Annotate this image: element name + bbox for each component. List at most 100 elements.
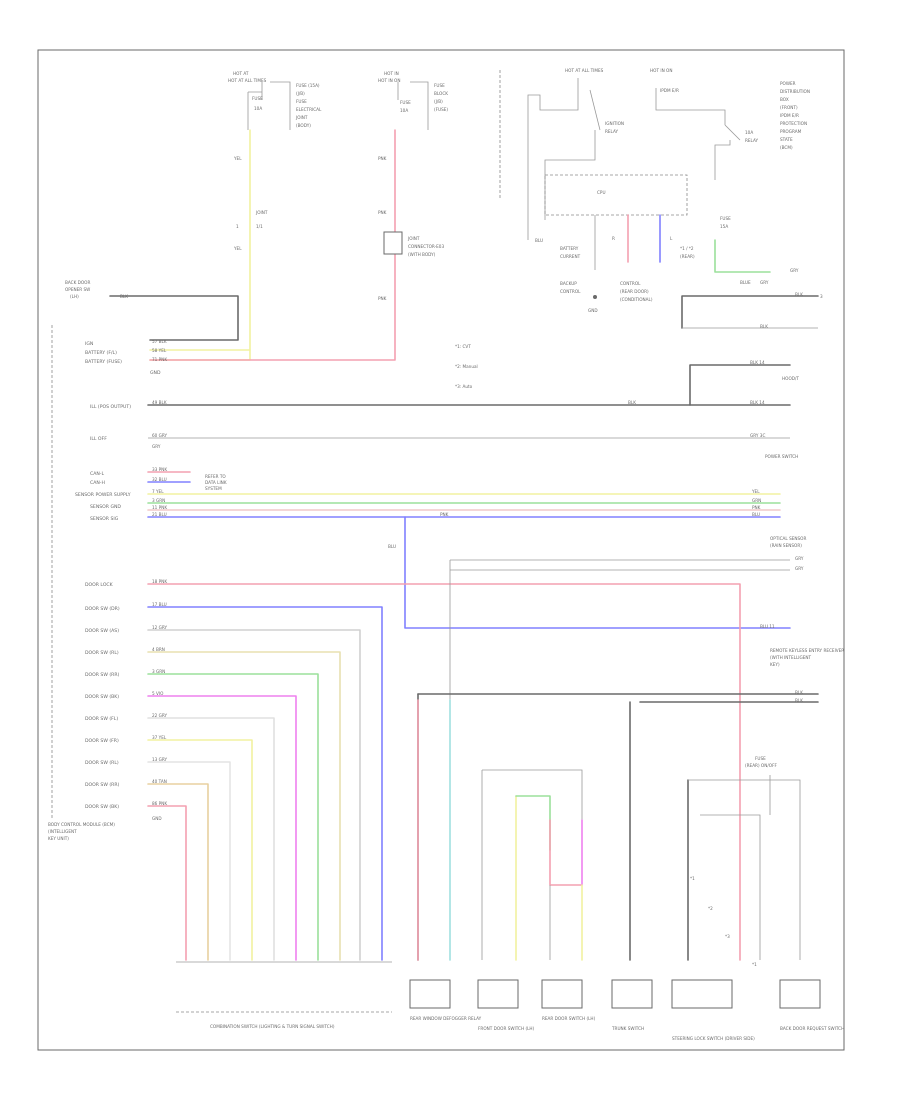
svg-text:60 GRY: 60 GRY — [152, 433, 168, 438]
svg-text:KEY): KEY) — [770, 662, 780, 667]
hot-in-on-label-2: HOT IN ON — [650, 68, 672, 73]
door-switch-lines: DOOR LOCK DOOR SW (DR) DOOR SW (AS) DOOR… — [48, 556, 819, 961]
combination-switch-label: COMBINATION SWITCH (LIGHTING & TURN SIGN… — [210, 1024, 335, 1029]
bcm-gnd-label: GND — [150, 370, 161, 376]
svg-text:4 BRN: 4 BRN — [152, 647, 165, 652]
svg-text:GRN: GRN — [752, 498, 761, 503]
can-h-label: CAN-H — [90, 480, 105, 486]
svg-text:PNK: PNK — [378, 210, 387, 215]
svg-text:1: 1 — [236, 224, 239, 229]
svg-text:GRY 3C: GRY 3C — [750, 433, 765, 438]
door-sw-dr-label: DOOR SW (DR) — [85, 606, 120, 612]
svg-text:BATTERY: BATTERY — [560, 246, 579, 251]
svg-text:BLK: BLK — [760, 324, 768, 329]
svg-text:IGNITION: IGNITION — [605, 121, 624, 126]
svg-text:PNK: PNK — [378, 296, 387, 301]
fuse-section-left: HOT AT HOT AT ALL TIMES FUSE 10A FUSE (1… — [149, 71, 322, 361]
steering-lock-label: STEERING LOCK SWITCH (DRIVER SIDE) — [672, 1036, 755, 1041]
svg-text:IPDM E/R: IPDM E/R — [780, 113, 799, 118]
svg-text:(RAIN SENSOR): (RAIN SENSOR) — [770, 543, 802, 548]
sensor-power-label: SENSOR POWER SUPPLY — [75, 492, 131, 498]
svg-text:71 PNK: 71 PNK — [152, 357, 167, 362]
svg-text:CONTROL: CONTROL — [560, 289, 581, 294]
legend: *1: CVT *2: Manual *3: Auto — [455, 344, 478, 389]
svg-text:(FRONT): (FRONT) — [780, 105, 798, 110]
sensor-sig-label: SENSOR SIG — [90, 516, 119, 522]
svg-text:SYSTEM: SYSTEM — [205, 486, 222, 491]
svg-text:GND: GND — [152, 816, 162, 821]
svg-text:GRY: GRY — [790, 268, 799, 273]
relay-section: HOT AT ALL TIMES HOT IN ON IGNITION RELA… — [527, 68, 823, 329]
svg-text:(REAR): (REAR) — [680, 254, 695, 259]
svg-text:BLU: BLU — [752, 512, 760, 517]
svg-text:BLK 14: BLK 14 — [750, 360, 765, 365]
svg-text:JOINT: JOINT — [255, 210, 268, 215]
rear-door-switch-label: REAR DOOR SWITCH (LH) — [542, 1016, 596, 1021]
svg-text:ELECTRICAL: ELECTRICAL — [296, 107, 322, 112]
svg-text:KEY UNIT): KEY UNIT) — [48, 836, 69, 841]
component-box-5 — [671, 979, 733, 1009]
svg-text:FUSE: FUSE — [296, 99, 307, 104]
optical-sensor-label: OPTICAL SENSOR — [770, 536, 806, 541]
svg-text:57 BLK: 57 BLK — [152, 339, 167, 344]
diagram-frame — [37, 49, 845, 1051]
svg-text:(FUSE): (FUSE) — [434, 107, 448, 112]
svg-text:HOT AT: HOT AT — [233, 71, 249, 76]
svg-text:GRY: GRY — [152, 444, 161, 449]
svg-text:*1: *1 — [752, 962, 757, 967]
svg-text:17 BLU: 17 BLU — [152, 602, 167, 607]
svg-text:(BCM): (BCM) — [780, 145, 793, 150]
svg-text:RELAY: RELAY — [745, 138, 759, 143]
component-box-4 — [611, 979, 653, 1009]
svg-text:CONTROL: CONTROL — [620, 281, 641, 286]
svg-text:L: L — [670, 236, 673, 241]
svg-text:BLOCK: BLOCK — [434, 91, 448, 96]
door-sw-rl2-label: DOOR SW (RL) — [85, 760, 119, 766]
svg-text:12 GRY: 12 GRY — [152, 625, 168, 630]
svg-text:RELAY: RELAY — [605, 129, 619, 134]
svg-text:FUSE: FUSE — [720, 216, 731, 221]
svg-text:33 PNK: 33 PNK — [152, 467, 167, 472]
svg-text:HOOD/T: HOOD/T — [782, 376, 799, 381]
door-sw-rr-label: DOOR SW (RR) — [85, 672, 120, 678]
svg-text:*3: *3 — [725, 934, 730, 939]
svg-text:40 TAN: 40 TAN — [152, 779, 167, 784]
svg-text:STATE: STATE — [780, 137, 793, 142]
ill-off-label: ILL OFF — [90, 436, 107, 442]
svg-text:YEL: YEL — [751, 489, 760, 494]
door-sw-fr-label: DOOR SW (FR) — [85, 738, 119, 744]
component-box-3 — [541, 979, 583, 1009]
front-door-switch-label: FRONT DOOR SWITCH (LH) — [478, 1026, 535, 1031]
ill-off-line: ILL OFF 60 GRY GRY GRY 3C POWER SWITCH — [90, 433, 798, 459]
hot-at-all-times-label-2: HOT AT ALL TIMES — [565, 68, 604, 73]
svg-text:BOX: BOX — [780, 97, 789, 102]
svg-text:7 YEL: 7 YEL — [152, 489, 164, 494]
svg-text:PNK: PNK — [378, 156, 387, 161]
bcm-ign-label: IGN — [85, 341, 93, 347]
svg-text:3 GRN: 3 GRN — [152, 669, 165, 674]
illumination-bus: ILL (POS OUTPUT) 49 BLK BLK BLK 14 BLK 1… — [90, 360, 799, 410]
illum-label: ILL (POS OUTPUT) — [90, 404, 131, 410]
component-box-1 — [409, 979, 451, 1009]
svg-text:BLUE: BLUE — [740, 280, 751, 285]
svg-text:CPU: CPU — [597, 190, 606, 195]
svg-text:IPDM E/R: IPDM E/R — [660, 88, 679, 93]
svg-text:(J/B): (J/B) — [434, 99, 443, 104]
svg-text:(CONDITIONAL): (CONDITIONAL) — [620, 297, 653, 302]
svg-text:BLK 14: BLK 14 — [750, 400, 765, 405]
bcm-battery-fuse-label: BATTERY (FUSE) — [85, 359, 122, 365]
svg-text:CONNECTOR-E03: CONNECTOR-E03 — [408, 244, 444, 249]
hot-in-on-label-1: HOT IN ON — [378, 78, 400, 83]
svg-text:HOT IN: HOT IN — [384, 71, 399, 76]
svg-text:JOINT: JOINT — [295, 115, 308, 120]
svg-text:(REAR) ON/OFF: (REAR) ON/OFF — [745, 763, 777, 768]
svg-text:22 GRY: 22 GRY — [152, 713, 168, 718]
svg-text:JOINT: JOINT — [407, 236, 420, 241]
svg-text:(WITH BODY): (WITH BODY) — [408, 252, 436, 257]
hot-at-all-times-label-1: HOT AT ALL TIMES — [228, 78, 267, 83]
svg-text:1/1: 1/1 — [256, 224, 263, 229]
svg-text:18 PNK: 18 PNK — [152, 579, 167, 584]
svg-text:YEL: YEL — [233, 156, 242, 161]
joint-connector-box — [383, 231, 403, 255]
